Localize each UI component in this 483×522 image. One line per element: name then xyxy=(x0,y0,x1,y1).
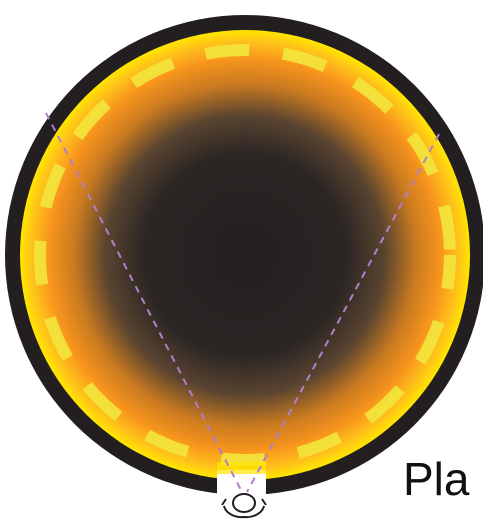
diagram-label: Pla xyxy=(403,456,469,502)
dome-interior-glow xyxy=(20,30,470,480)
entrance-gap xyxy=(217,470,266,500)
